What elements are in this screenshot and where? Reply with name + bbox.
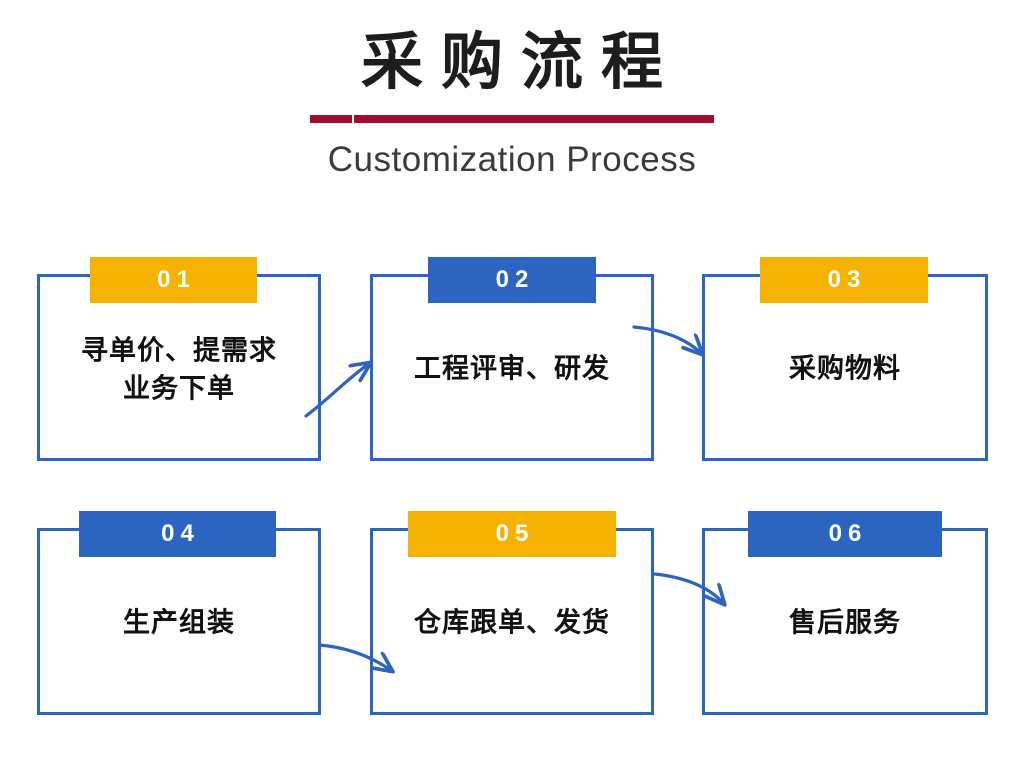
divider-gap xyxy=(352,115,354,124)
flow-step-04-text: 生产组装 xyxy=(40,604,318,642)
title-divider xyxy=(310,115,714,124)
flow-step-02-text: 工程评审、研发 xyxy=(373,350,651,388)
page-subtitle: Customization Process xyxy=(327,140,697,180)
flow-step-03-text: 采购物料 xyxy=(705,350,985,388)
flow-step-05-badge: 05 xyxy=(408,511,616,557)
flow-step-03-badge: 03 xyxy=(760,257,928,303)
page-title: 采购流程 xyxy=(360,25,681,98)
flow-step-05-line1: 仓库跟单、发货 xyxy=(414,606,610,638)
flow-step-01-box[interactable]: 寻单价、提需求 业务下单 xyxy=(37,274,321,461)
flow-step-06-badge: 06 xyxy=(748,511,942,557)
flow-step-04-badge: 04 xyxy=(79,511,276,557)
flow-step-02-badge: 02 xyxy=(428,257,596,303)
divider-segment-right xyxy=(354,115,714,124)
flow-step-05-text: 仓库跟单、发货 xyxy=(373,604,651,642)
flow-step-01-line2: 业务下单 xyxy=(123,373,235,405)
slide-header: 采购流程 Customization Process xyxy=(0,26,1024,180)
flow-step-04-line1: 生产组装 xyxy=(123,606,235,638)
flow-step-01-text: 寻单价、提需求 业务下单 xyxy=(40,332,318,409)
flow-step-02-line1: 工程评审、研发 xyxy=(414,352,610,384)
divider-segment-left xyxy=(310,115,352,124)
flow-step-01-badge: 01 xyxy=(90,257,257,303)
flow-step-03-line1: 采购物料 xyxy=(789,352,901,384)
flow-step-06-text: 售后服务 xyxy=(705,604,985,642)
flow-step-01-line1: 寻单价、提需求 xyxy=(81,335,277,367)
flow-step-05-box[interactable]: 仓库跟单、发货 xyxy=(370,528,654,715)
flow-step-06-line1: 售后服务 xyxy=(789,606,901,638)
